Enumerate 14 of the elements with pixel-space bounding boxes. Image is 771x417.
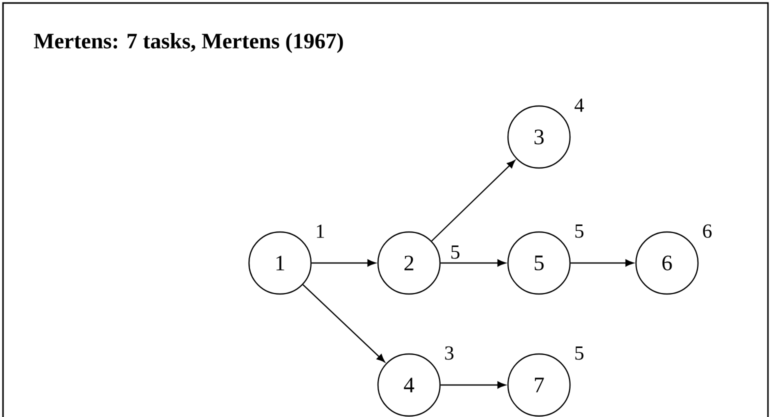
arrow: [440, 381, 506, 389]
arrow: [570, 259, 634, 267]
duration-label: 5: [575, 224, 584, 238]
duration-label: 3: [445, 346, 454, 360]
arrow: [431, 160, 516, 242]
arrow: [312, 259, 376, 267]
arrow: [302, 284, 385, 362]
arrow: [440, 259, 506, 267]
duration-label: 6: [703, 224, 712, 238]
duration-label: 5: [451, 246, 460, 259]
duration-label: 5: [575, 346, 584, 360]
duration-label: 4: [574, 98, 584, 112]
title: Mertens: 7 tasks, Mertens (1967): [34, 33, 343, 53]
duration-label: 1: [316, 224, 324, 238]
